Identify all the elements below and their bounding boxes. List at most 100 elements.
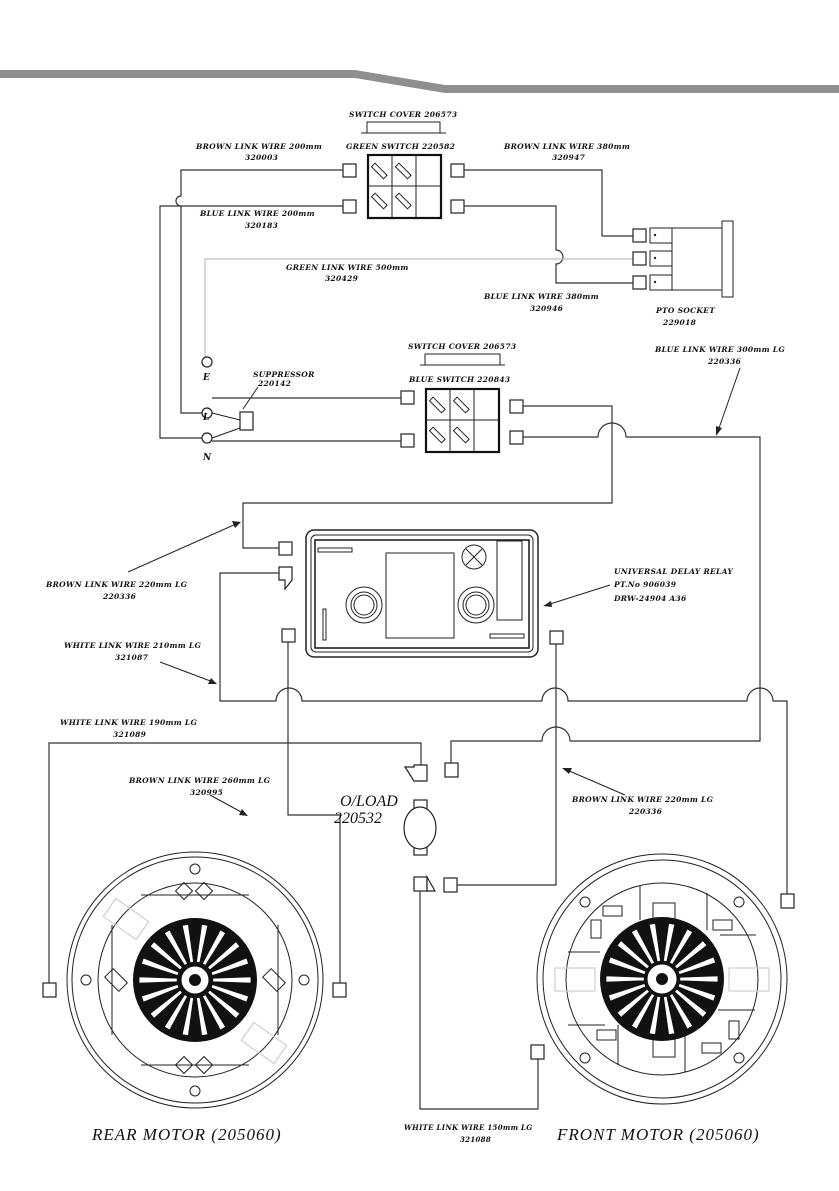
relay-terminal-flag[interactable] <box>278 566 293 591</box>
fan-blade-slot <box>669 993 693 1030</box>
fan-blade-slot <box>605 975 645 983</box>
suppressor[interactable] <box>239 411 254 431</box>
fan-blade-slot <box>212 976 252 984</box>
blue-300-label: BLUE LINK WIRE 300mm LG <box>654 345 785 354</box>
wire-blue-switch-to-relay <box>242 405 613 549</box>
fan-blade-slot <box>164 929 188 966</box>
green-switch-cover <box>361 121 446 134</box>
brown-220a-part: 220336 <box>102 592 137 601</box>
front-motor <box>536 853 788 1105</box>
brown-220b-part: 220336 <box>628 807 663 816</box>
relay-name: UNIVERSAL DELAY RELAY <box>614 567 733 576</box>
blue-300-arrow <box>717 367 741 432</box>
rear-motor-terminal[interactable] <box>332 982 347 998</box>
wire-blue-200 <box>159 205 343 439</box>
rear-motor <box>66 851 324 1109</box>
fan-blade-slot <box>141 957 180 976</box>
fan-blade-slot <box>663 923 676 962</box>
blue-300-arrowhead <box>716 426 722 436</box>
front-motor-label: FRONT MOTOR (205060) <box>556 1125 760 1144</box>
overload[interactable] <box>403 799 437 856</box>
brown-260-part: 320995 <box>190 788 223 797</box>
rear-motor-label: REAR MOTOR (205060) <box>91 1125 282 1144</box>
green-switch-terminal[interactable] <box>342 199 357 214</box>
fan-blade-slot <box>141 984 180 1003</box>
blue-switch-terminal[interactable] <box>509 430 524 445</box>
fan-blade-slot <box>648 996 661 1035</box>
fan-blade-slot <box>674 940 708 970</box>
header-bar <box>0 70 839 93</box>
overload-terminal[interactable] <box>413 876 428 892</box>
green-switch-terminal[interactable] <box>342 163 357 178</box>
blue-200-label: BLUE LINK WIRE 200mm <box>199 209 315 218</box>
neutral-terminal[interactable] <box>201 432 213 444</box>
overload-terminal[interactable] <box>443 877 458 893</box>
neutral-label: N <box>202 453 212 463</box>
delay-relay[interactable] <box>305 529 539 658</box>
fan-blade-slot <box>677 983 716 1002</box>
blue-switch[interactable] <box>424 387 501 454</box>
relay-terminal[interactable] <box>281 628 296 643</box>
blue-switch-cover <box>420 353 505 366</box>
brown-220a-arrow <box>127 523 237 573</box>
brown-260-arrowhead <box>239 809 248 816</box>
wire-white-150 <box>419 891 539 1110</box>
wire-brown-260 <box>287 642 341 983</box>
overload-part: 220532 <box>334 810 382 827</box>
white-210-arrowhead <box>208 678 217 684</box>
green-500-label: GREEN LINK WIRE 500mm <box>286 263 409 272</box>
brown-220b-arrow <box>566 769 626 796</box>
blue-switch-terminal[interactable] <box>509 399 524 414</box>
fan-blade-slot <box>138 976 178 984</box>
fan-blade-slot <box>210 957 249 976</box>
wire-white-210 <box>219 572 788 894</box>
relay-arrow <box>546 584 611 606</box>
white-190-label: WHITE LINK WIRE 190mm LG <box>60 718 197 727</box>
blue-switch-cover-label: SWITCH COVER 206573 <box>408 342 516 351</box>
fan-blade-slot <box>207 941 241 971</box>
brown-380-part: 320947 <box>552 153 586 162</box>
fan-blade-slot <box>207 989 241 1019</box>
fan-blade-slot <box>149 941 183 971</box>
fan-blade-slot <box>202 994 226 1031</box>
green-switch-terminal[interactable] <box>450 163 465 178</box>
green-switch-group: SWITCH COVER 206573 GREEN SWITCH 220582 <box>342 110 465 220</box>
suppressor-leads <box>211 412 241 439</box>
green-switch[interactable] <box>366 153 443 220</box>
suppressor-label: SUPPRESSOR <box>253 370 315 379</box>
fan-blade-slot <box>164 994 188 1031</box>
relay-drawing: DRW-24904 A36 <box>613 594 687 603</box>
overload-terminal[interactable] <box>444 762 459 778</box>
blue-switch-terminal[interactable] <box>400 433 415 448</box>
blue-380-label: BLUE LINK WIRE 380mm <box>483 292 599 301</box>
front-motor-terminal[interactable] <box>530 1044 545 1060</box>
pto-socket-label: PTO SOCKET <box>655 306 716 315</box>
white-150-part: 321088 <box>460 1135 491 1144</box>
wire-brown-380 <box>464 169 633 237</box>
front-motor-terminal[interactable] <box>780 893 795 909</box>
brown-380-label: BROWN LINK WIRE 380mm <box>503 142 630 151</box>
green-switch-terminal[interactable] <box>450 199 465 214</box>
fan-blade-slot <box>196 924 209 963</box>
overload-terminal-flag[interactable] <box>426 874 437 892</box>
fan-blade-slot <box>631 928 655 965</box>
blue-switch-label: BLUE SWITCH 220843 <box>408 375 510 384</box>
fan-blade-slot <box>149 989 183 1019</box>
blue-switch-terminal[interactable] <box>400 390 415 405</box>
earth-terminal[interactable] <box>201 356 213 368</box>
green-switch-label: GREEN SWITCH 220582 <box>346 142 455 151</box>
fan-blade-slot <box>196 997 209 1036</box>
fan-blade-slot <box>663 996 676 1035</box>
rear-motor-terminal[interactable] <box>42 982 57 998</box>
relay-terminal[interactable] <box>278 541 293 556</box>
pto-socket-part: 229018 <box>662 318 697 327</box>
overload-terminal-flag[interactable] <box>403 764 428 782</box>
brown-220b-label: BROWN LINK WIRE 220mm LG <box>571 795 714 804</box>
pto-socket[interactable] <box>632 220 734 298</box>
fan-blade-slot <box>202 929 226 966</box>
relay-terminal[interactable] <box>549 630 564 645</box>
blue-300-part: 220336 <box>707 357 742 366</box>
brown-260-label: BROWN LINK WIRE 260mm LG <box>128 776 271 785</box>
green-500-part: 320429 <box>325 274 359 283</box>
